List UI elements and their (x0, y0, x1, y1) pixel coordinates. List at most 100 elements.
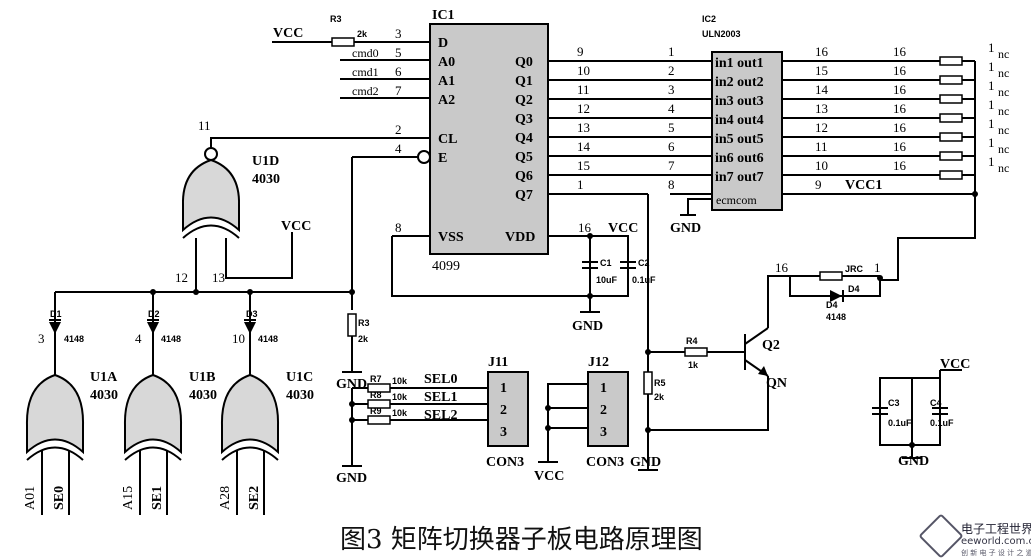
ic2-part: ULN2003 (702, 29, 741, 39)
ic1-out-num: 9 (577, 44, 584, 59)
ic2-out-num: 10 (815, 158, 828, 173)
relay-pin-right: 1 (988, 40, 995, 55)
ic2-body (711, 51, 783, 211)
jrc-label: JRC (845, 264, 864, 274)
ic1-vdd-pin: 16 (578, 220, 592, 235)
input-label: A28 (218, 486, 233, 510)
ic1-out-name: Q1 (515, 74, 533, 89)
diode-label: D1 (50, 309, 62, 319)
connector-pin: 3 (500, 425, 507, 440)
relay-contact: nc (998, 142, 1009, 156)
c1-label: C1 (600, 258, 612, 268)
ic1-pin-num: 5 (395, 45, 402, 60)
r5-value: 2k (654, 392, 665, 402)
ic2-row: in1 out1 (715, 56, 764, 71)
ic2-ref: IC2 (702, 14, 716, 24)
ic2-com-name: ecmcom (716, 193, 757, 207)
j12-wiring (538, 383, 588, 463)
sel-resistors (342, 383, 488, 467)
j12-label: J12 (588, 355, 609, 370)
d4-ref: D4 (826, 300, 838, 310)
ic1-vdd-name: VDD (505, 230, 535, 245)
gate-u1b (123, 373, 183, 515)
gnd-label: GND (898, 454, 929, 469)
ic1-pin-num: 6 (395, 64, 402, 79)
ic2-in-num: 4 (668, 101, 675, 116)
ic2-vcc-pin: 9 (815, 177, 822, 192)
ic1-out-num: 11 (577, 82, 590, 97)
c2-value: 0.1uF (632, 275, 656, 285)
diode-label: D2 (148, 309, 160, 319)
relay-coils (939, 56, 978, 200)
r8-label: R8 (370, 390, 382, 400)
vcc-label: VCC (608, 221, 638, 236)
ic2-out-num: 12 (815, 120, 828, 135)
ic1-pin-name: D (438, 36, 448, 51)
u1c-label: U1C (286, 370, 313, 385)
ic2-out-num: 13 (815, 101, 828, 116)
logo-tagline: 创 新 电 子 设 计 之 道 (961, 549, 1031, 557)
ic2-row: in7 out7 (715, 170, 764, 185)
ic1-out-num: 14 (577, 139, 591, 154)
ic1-pin-name: VSS (438, 230, 464, 245)
ic1-pin-num: 8 (395, 220, 402, 235)
j12-body (587, 371, 629, 447)
ic1-to-ic2-bus (548, 60, 712, 195)
ic2-row: in6 out6 (715, 151, 764, 166)
figure-caption: 图3 矩阵切换器子板电路原理图 (340, 525, 703, 555)
j11-label: J11 (488, 355, 508, 370)
ic1-pin-num: 7 (395, 83, 402, 98)
ic1-pin-name: A1 (438, 74, 455, 89)
relay-pin-right: 1 (988, 154, 995, 169)
ic2-com-num: 8 (668, 177, 675, 192)
jrc-pin: 16 (775, 260, 789, 275)
u1a-label: U1A (90, 370, 118, 385)
input-label: A15 (121, 486, 136, 510)
relay-pin: 16 (893, 101, 907, 116)
ic2-out-num: 14 (815, 82, 829, 97)
ic1-part: 4099 (432, 259, 460, 274)
relay-contact: nc (998, 66, 1009, 80)
relay-pin: 16 (893, 158, 907, 173)
r4-label: R4 (686, 336, 698, 346)
gnd-label: GND (336, 471, 367, 486)
j12-part: CON3 (586, 455, 624, 470)
sel2-label: SEL2 (424, 408, 457, 423)
c2-label: C2 (638, 258, 650, 268)
relay-contact: nc (998, 104, 1009, 118)
gate-u1c (220, 373, 280, 515)
pin-num: 4 (135, 331, 142, 346)
ic1-out-name: Q3 (515, 112, 533, 127)
relay-pin: 16 (893, 120, 907, 135)
gate-u1d (181, 147, 241, 239)
pin-num: 12 (175, 270, 188, 285)
relay-pin-right: 1 (988, 97, 995, 112)
gnd-label: GND (670, 221, 701, 236)
relay-contact: nc (998, 47, 1009, 61)
u1d-label: U1D (252, 154, 279, 169)
relay-contact: nc (998, 85, 1009, 99)
c4-label: C4 (930, 398, 942, 408)
pin-num: 3 (38, 331, 45, 346)
ic1-pin-num: 3 (395, 26, 402, 41)
vcc-label: VCC (534, 469, 564, 484)
ic2-in-num: 2 (668, 63, 675, 78)
relay-pin-right: 1 (988, 116, 995, 131)
input-label: A01 (23, 486, 38, 510)
vcc-label: VCC (940, 357, 970, 372)
ic1-out-name: Q0 (515, 55, 533, 70)
ic1-pin-name: A0 (438, 55, 455, 70)
input-label: SE1 (150, 486, 165, 510)
jrc-pin: 1 (874, 260, 881, 275)
ic1-out-num: 1 (577, 177, 584, 192)
ic2-out-num: 15 (815, 63, 828, 78)
ic1-out-num: 10 (577, 63, 590, 78)
ic2-in-num: 3 (668, 82, 675, 97)
logo-name: 电子工程世界 (961, 522, 1031, 536)
d4-value: 4148 (826, 312, 846, 322)
ic1-pin-num: 4 (395, 141, 402, 156)
ic2-in-num: 1 (668, 44, 675, 59)
u1c-part: 4030 (286, 388, 314, 403)
logo-url: eeworld.com.cn (961, 536, 1031, 547)
diode-value: 4148 (258, 334, 278, 344)
